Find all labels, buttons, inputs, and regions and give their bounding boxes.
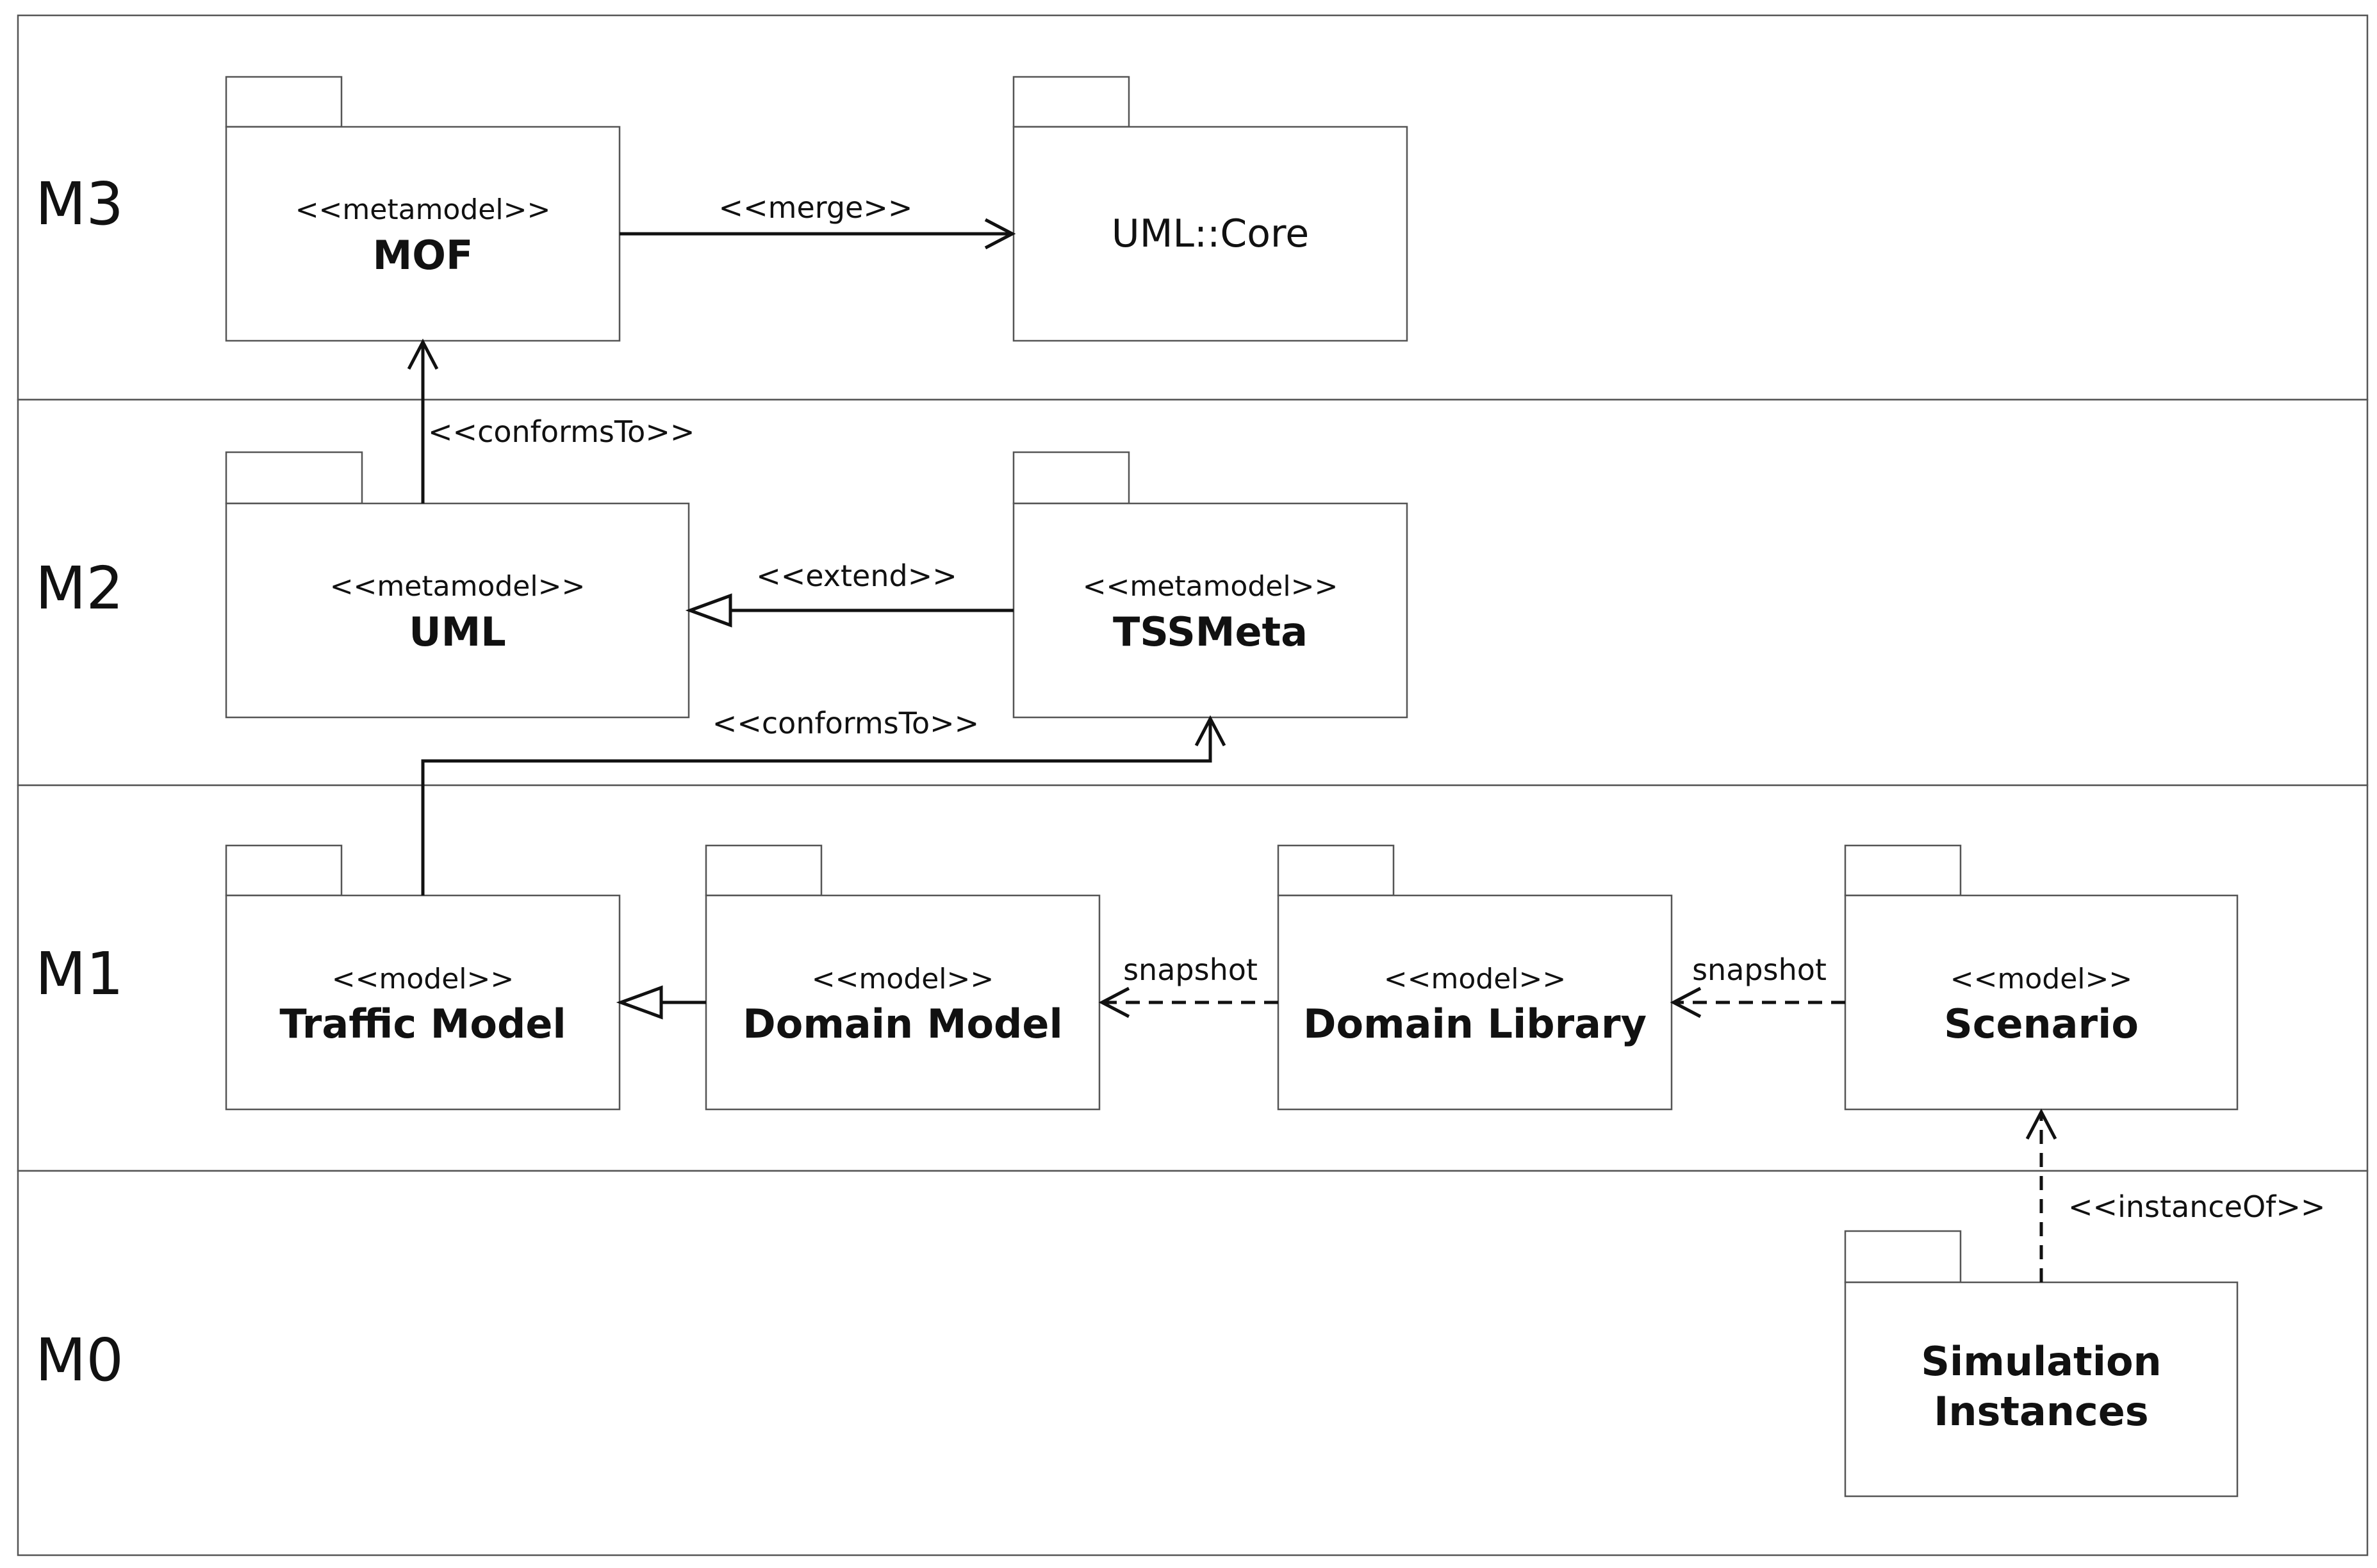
package-stereotype: <<metamodel>> (295, 193, 551, 226)
package-name-line1: Simulation (1921, 1338, 2161, 1385)
package-name: TSSMeta (1113, 608, 1308, 655)
relation-label: <<extend>> (756, 559, 957, 593)
relation-snapshot-scenario: snapshot (1670, 952, 1845, 1018)
package-simulation-instances[interactable]: Simulation Instances (1844, 1230, 2239, 1498)
relation-uml-conforms-to-mof: <<conformsTo>> (407, 338, 695, 503)
package-name: MOF (373, 232, 473, 279)
package-name-line2: Instances (1934, 1388, 2148, 1435)
package-stereotype: <<metamodel>> (330, 570, 586, 603)
package-stereotype: <<metamodel>> (1083, 570, 1338, 603)
package-name: UML::Core (1112, 211, 1309, 256)
package-scenario[interactable]: <<model>> Scenario (1844, 844, 2239, 1111)
relation-label: <<conformsTo>> (428, 414, 695, 449)
relation-label: snapshot (1123, 952, 1258, 987)
relation-domain-model-generalization (616, 985, 706, 1020)
level-label-m3: M3 (35, 170, 124, 238)
level-label-m2: M2 (35, 554, 124, 623)
level-label-m1: M1 (35, 940, 124, 1008)
package-stereotype: <<model>> (332, 963, 514, 995)
relation-snapshot-library: snapshot (1098, 952, 1278, 1018)
package-traffic-model[interactable]: <<model>> Traffic Model (225, 844, 621, 1111)
package-domain-library[interactable]: <<model>> Domain Library (1277, 844, 1673, 1111)
level-label-m0: M0 (35, 1326, 124, 1394)
relation-instance-of: <<instanceOf>> (2025, 1108, 2325, 1282)
package-name: Domain Library (1303, 1000, 1647, 1047)
package-stereotype: <<model>> (1384, 963, 1566, 995)
package-name: Traffic Model (279, 1000, 566, 1047)
package-name: UML (409, 608, 506, 655)
package-domain-model[interactable]: <<model>> Domain Model (705, 844, 1101, 1111)
package-stereotype: <<model>> (1950, 963, 2132, 995)
package-name: Domain Model (743, 1000, 1062, 1047)
package-uml[interactable]: <<metamodel>> UML (225, 451, 690, 719)
package-tssmeta[interactable]: <<metamodel>> TSSMeta (1012, 451, 1408, 719)
package-name: Scenario (1944, 1000, 2139, 1047)
relation-label: <<merge>> (719, 190, 913, 225)
relation-label: <<instanceOf>> (2068, 1189, 2325, 1224)
relation-merge: <<merge>> (620, 190, 1016, 250)
relation-extend: <<extend>> (685, 559, 1014, 628)
package-uml-core[interactable]: UML::Core (1012, 76, 1408, 342)
package-stereotype: <<model>> (812, 963, 994, 995)
relation-traffic-conforms-to-tssmeta: <<conformsTo>> (421, 706, 1226, 895)
relation-label: <<conformsTo>> (712, 706, 979, 740)
relation-label: snapshot (1692, 952, 1827, 987)
